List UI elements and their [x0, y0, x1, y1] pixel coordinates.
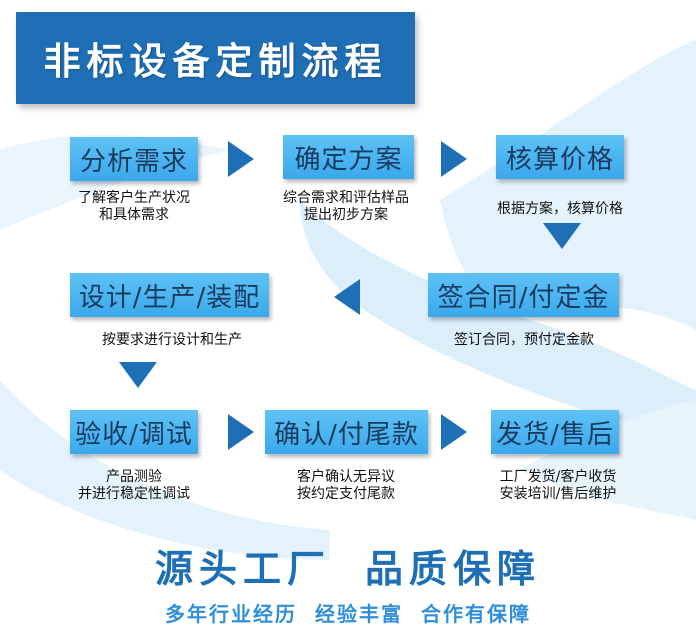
- step-box-5: 设计/生产/装配: [70, 273, 269, 317]
- step-label: 确认/付尾款: [274, 419, 419, 450]
- step-desc-line: 产品测验: [106, 469, 162, 485]
- step-desc-line: 客户确认无异议: [297, 469, 395, 485]
- swoosh-middle: [300, 200, 696, 440]
- step-box-4: 签合同/付定金: [428, 273, 619, 317]
- tagline-part: 合作有保障: [421, 602, 531, 626]
- arrow-left-icon: [334, 279, 360, 315]
- step-label: 签合同/付定金: [437, 282, 610, 313]
- step-desc-line: 签订合同，预付定金款: [454, 332, 594, 348]
- step-label: 核算价格: [505, 144, 614, 175]
- tagline-part: 多年行业经历: [165, 602, 297, 626]
- step-desc-1: 了解客户生产状况 和具体需求: [24, 190, 244, 224]
- step-desc-6: 产品测验 并进行稳定性调试: [24, 469, 244, 503]
- step-desc-line: 按约定支付尾款: [297, 486, 395, 502]
- slogan-part: 源头工厂: [154, 547, 331, 591]
- slogan-part: 品质保障: [365, 547, 542, 591]
- arrow-right-icon: [441, 414, 467, 450]
- page-title: 非标设备定制流程: [43, 40, 388, 83]
- arrow-right-icon: [228, 141, 254, 177]
- step-label: 分析需求: [79, 146, 188, 177]
- title-banner: 非标设备定制流程: [16, 12, 415, 104]
- step-desc-line: 并进行稳定性调试: [78, 486, 190, 502]
- step-desc-line: 安装培训/售后维护: [499, 486, 617, 502]
- step-desc-line: 工厂发货/客户收货: [499, 469, 617, 485]
- step-label: 验收/调试: [75, 419, 193, 450]
- step-box-2: 确定方案: [283, 135, 414, 179]
- arrow-right-icon: [441, 141, 467, 177]
- step-desc-5: 按要求进行设计和生产: [62, 332, 282, 349]
- swoosh-lower-left: [0, 380, 330, 560]
- arrow-down-icon: [119, 362, 157, 388]
- step-desc-line: 按要求进行设计和生产: [102, 332, 242, 348]
- slogan: 源头工厂品质保障: [0, 538, 696, 593]
- swoosh-top-right: [440, 40, 696, 330]
- swoosh-lower-right: [520, 400, 696, 520]
- step-desc-4: 签订合同，预付定金款: [414, 332, 634, 349]
- tagline-part: 经验丰富: [315, 602, 403, 626]
- step-box-1: 分析需求: [70, 137, 198, 181]
- step-label: 确定方案: [294, 144, 403, 175]
- step-desc-2: 综合需求和评估样品 提出初步方案: [236, 190, 456, 224]
- tagline: 多年行业经历经验丰富合作有保障: [0, 598, 696, 627]
- step-desc-line: 综合需求和评估样品: [283, 190, 409, 206]
- step-desc-line: 提出初步方案: [304, 207, 388, 223]
- step-desc-3: 根据方案，核算价格: [450, 201, 670, 218]
- step-desc-7: 客户确认无异议 按约定支付尾款: [236, 469, 456, 503]
- step-desc-line: 根据方案，核算价格: [497, 201, 623, 217]
- step-box-3: 核算价格: [496, 135, 624, 179]
- step-desc-line: 了解客户生产状况: [78, 190, 190, 206]
- arrow-right-icon: [228, 414, 254, 450]
- arrow-down-icon: [543, 223, 581, 249]
- step-desc-line: 和具体需求: [99, 207, 169, 223]
- step-desc-8: 工厂发货/客户收货 安装培训/售后维护: [448, 469, 668, 503]
- step-box-8: 发货/售后: [491, 410, 619, 454]
- step-label: 发货/售后: [496, 419, 614, 450]
- step-box-6: 验收/调试: [70, 410, 198, 454]
- step-box-7: 确认/付尾款: [265, 410, 428, 454]
- step-label: 设计/生产/装配: [78, 282, 261, 313]
